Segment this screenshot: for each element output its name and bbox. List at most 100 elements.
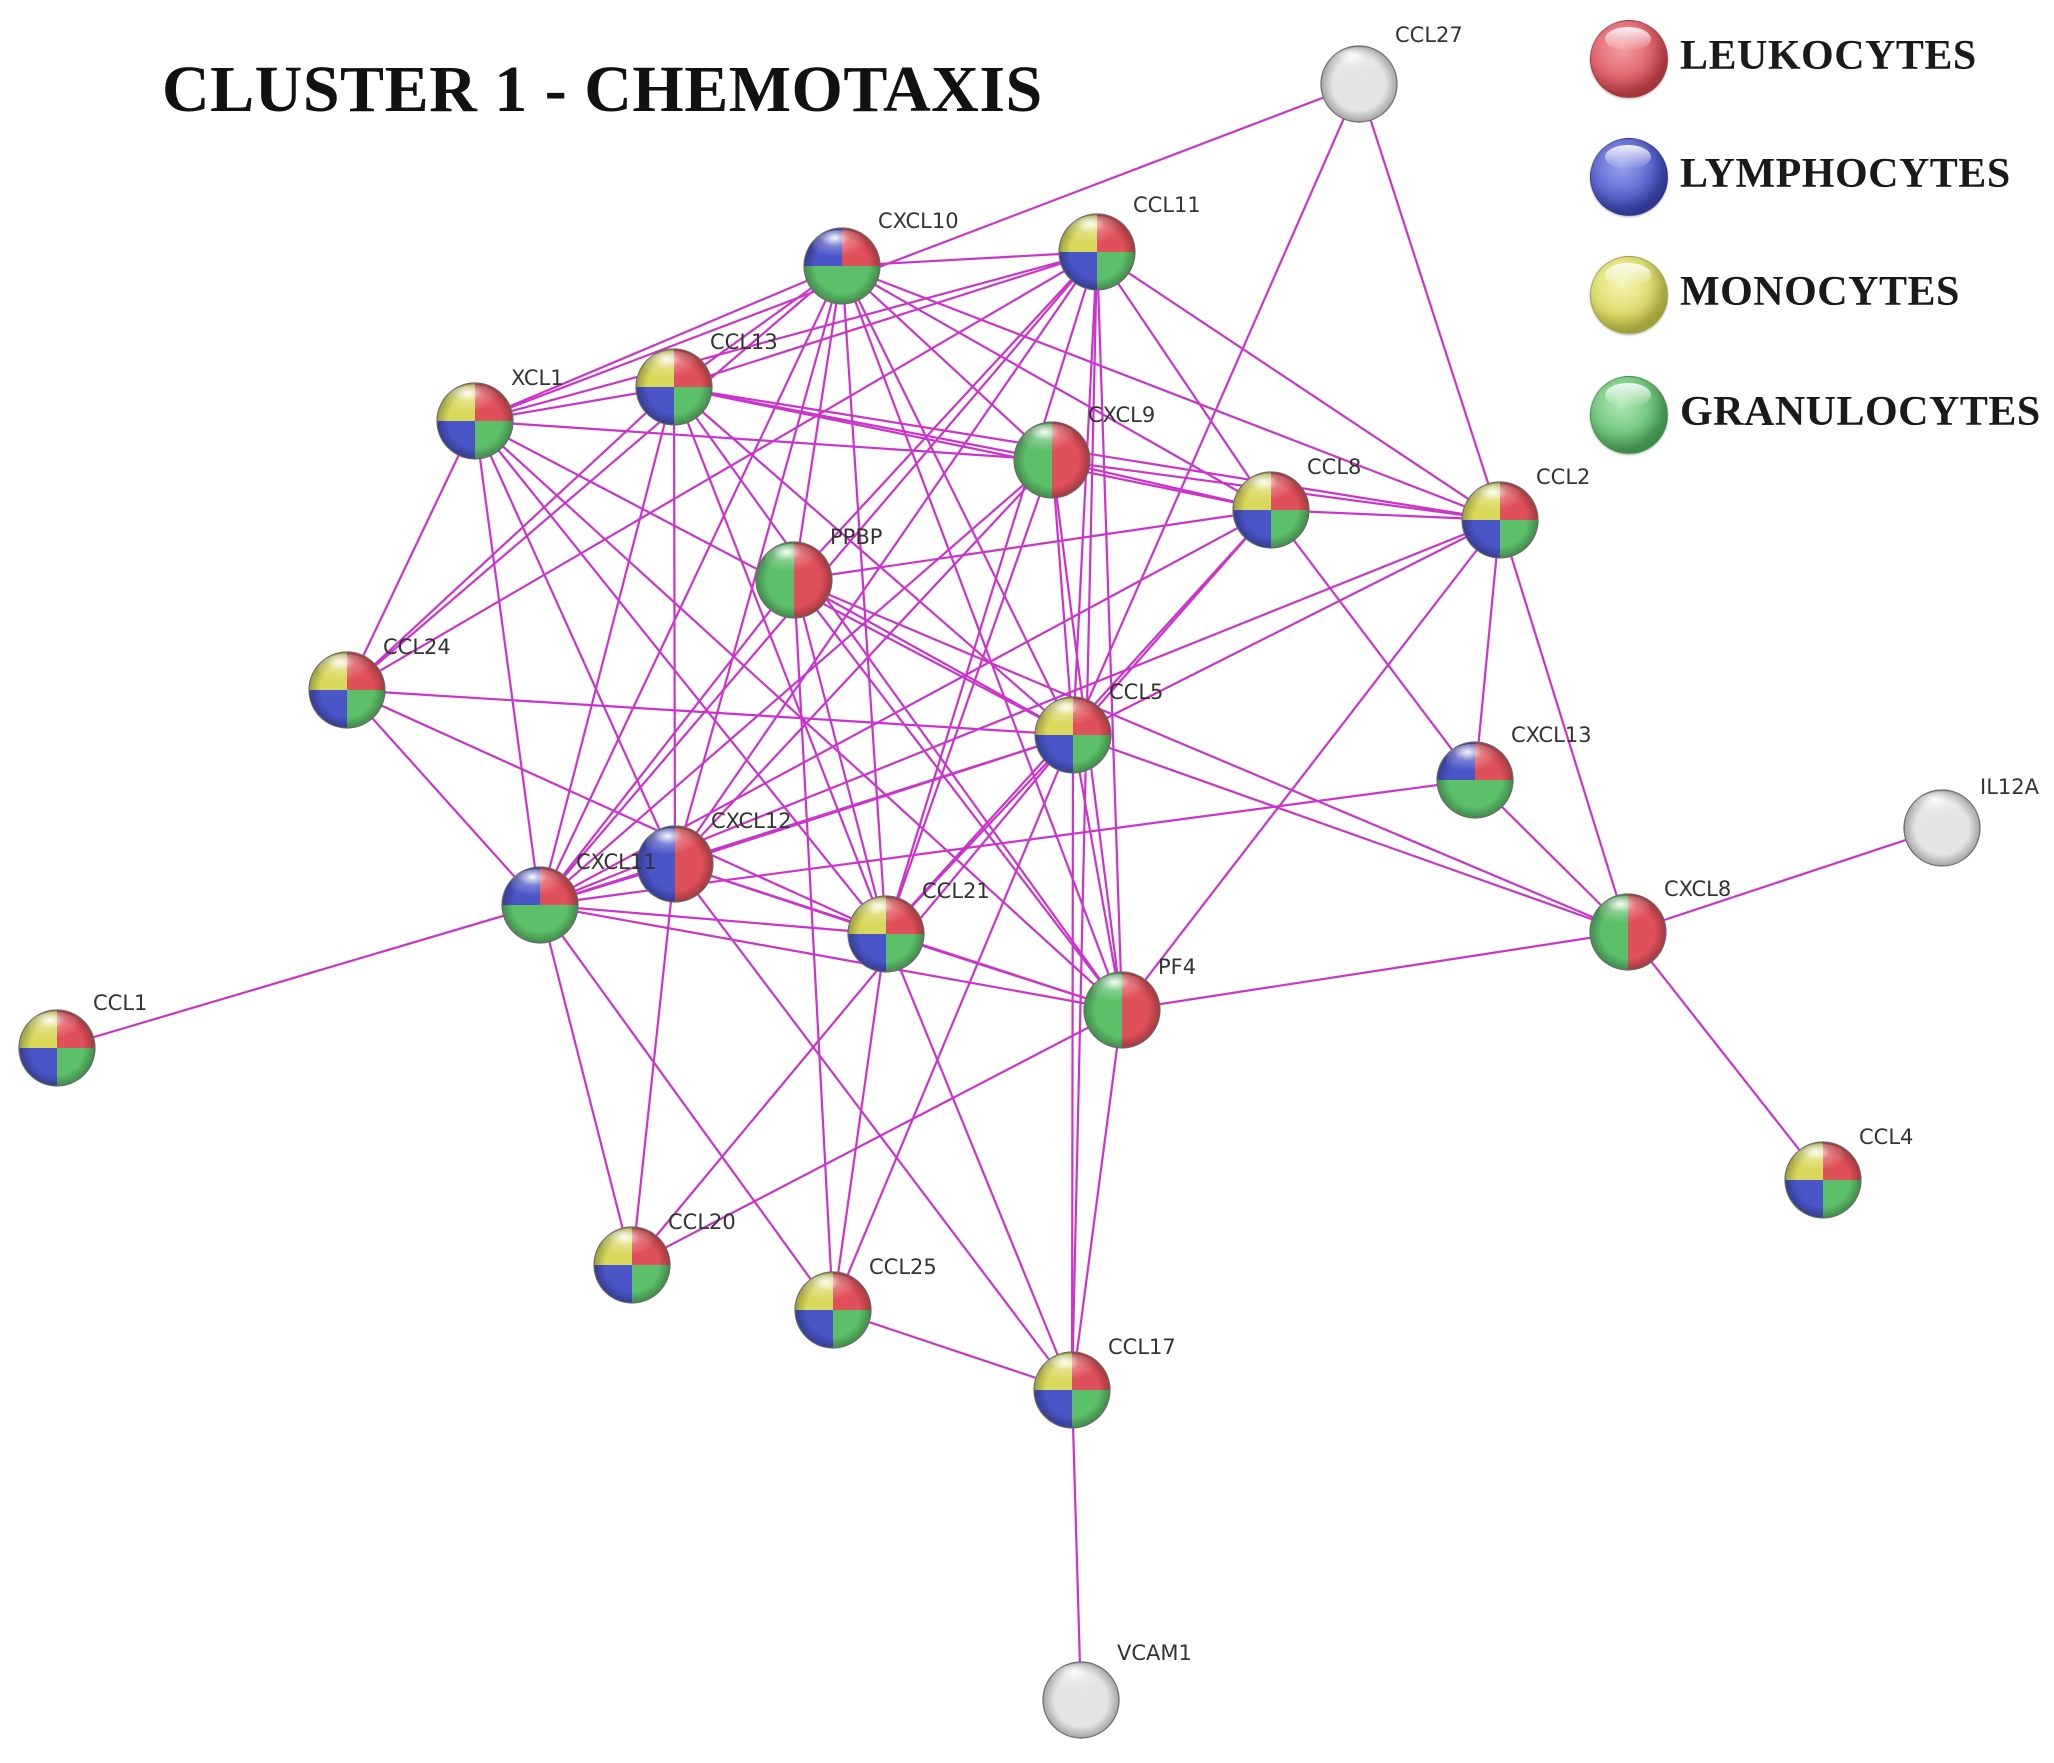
edge-CCL11-PF4 [1095, 251, 1124, 1011]
edge-CXCL12-CCL20 [630, 863, 677, 1266]
edge-CXCL10-CCL21 [840, 265, 888, 935]
edge-CCL27-CCL2 [1357, 83, 1502, 521]
edge-CCL5-CCL25 [831, 734, 1075, 1311]
node-ccl5[interactable]: CCL5 [1034, 680, 1163, 774]
legend-label: LYMPHOCYTES [1680, 151, 2011, 197]
node-label: PF4 [1158, 955, 1196, 979]
edge-CCL8-CXCL13 [1270, 509, 1476, 781]
edge-CCL11-CCL2 [1096, 251, 1501, 521]
node-label: CCL24 [383, 635, 451, 659]
node-vcam1[interactable]: VCAM1 [1042, 1641, 1192, 1739]
edge-CCL11-CCL8 [1096, 251, 1272, 511]
node-ccl24[interactable]: CCL24 [308, 635, 451, 729]
granulocyte-ball-icon [1590, 376, 1668, 454]
node-ccl27[interactable]: CCL27 [1320, 23, 1463, 123]
edge-PPBP-CCL5 [793, 579, 1074, 736]
edge-CCL11-XCL1 [474, 250, 1098, 423]
edge-CCL24-CCL5 [346, 688, 1074, 737]
edge-CCL5-PF4 [1071, 734, 1124, 1011]
node-gloss [803, 1274, 859, 1306]
node-label: CXCL11 [576, 850, 657, 874]
node-label: CCL1 [93, 991, 147, 1015]
node-label: CCL27 [1395, 23, 1463, 47]
node-cxcl9[interactable]: CXCL9 [1013, 403, 1155, 499]
legend-label: LEUKOCYTES [1680, 33, 1977, 79]
node-gloss [1067, 216, 1123, 248]
node-ccl25[interactable]: CCL25 [794, 1255, 937, 1349]
node-label: CXCL8 [1664, 877, 1731, 901]
edge-XCL1-CCL24 [346, 420, 476, 691]
node-gloss [1445, 744, 1501, 776]
leukocyte-ball-icon [1590, 20, 1668, 98]
node-cxcl8[interactable]: CXCL8 [1589, 877, 1731, 971]
edge-CCL13-CXCL12 [672, 386, 677, 865]
edge-CCL13-CXCL11 [538, 386, 676, 906]
node-cxcl10[interactable]: CXCL10 [803, 209, 959, 305]
node-cxcl13[interactable]: CXCL13 [1436, 723, 1592, 819]
node-label: CCL2 [1536, 465, 1590, 489]
node-ccl1[interactable]: CCL1 [18, 991, 147, 1087]
node-gloss [1470, 484, 1526, 516]
node-ccl20[interactable]: CCL20 [593, 1210, 736, 1304]
edge-CCL11-CCL13 [673, 250, 1098, 389]
edge-CCL5-CXCL12 [674, 733, 1074, 866]
node-ccl21[interactable]: CCL21 [847, 879, 990, 973]
edge-XCL1-CXCL12 [473, 420, 677, 865]
node-gloss [1793, 1144, 1849, 1176]
node-ccl2[interactable]: CCL2 [1461, 465, 1590, 559]
monocyte-ball-icon [1590, 256, 1668, 334]
node-label: CCL11 [1133, 193, 1201, 217]
node-ccl4[interactable]: CCL4 [1784, 1125, 1913, 1219]
node-ccl11[interactable]: CCL11 [1058, 193, 1201, 291]
edge-PPBP-CCL21 [792, 579, 888, 935]
edge-CCL11-CCL17 [1070, 251, 1099, 1391]
node-ccl17[interactable]: CCL17 [1033, 1335, 1176, 1429]
node-gloss [317, 654, 373, 686]
edge-XCL1-PF4 [474, 420, 1123, 1011]
edge-CCL11-CXCL12 [674, 251, 1098, 865]
edge-CXCL10-CCL11 [841, 250, 1098, 268]
node-label: CXCL9 [1088, 403, 1155, 427]
edge-CXCL10-PF4 [840, 265, 1124, 1011]
node-gloss [1043, 699, 1099, 731]
edge-CCL11-PPBP [793, 251, 1098, 581]
node-xcl1[interactable]: XCL1 [436, 366, 564, 460]
edge-CXCL9-CCL5 [1050, 459, 1075, 736]
node-gloss [1022, 424, 1078, 456]
edge-CCL21-PF4 [885, 932, 1123, 1012]
edge-CCL21-CCL25 [831, 933, 888, 1311]
node-gloss [764, 544, 820, 576]
node-label: CCL13 [710, 330, 778, 354]
node-gloss [445, 385, 501, 417]
edge-CCL11-CCL24 [346, 251, 1098, 691]
node-ppbp[interactable]: PPBP [755, 525, 882, 619]
node-ccl8[interactable]: CCL8 [1232, 455, 1361, 549]
node-gloss [1051, 1664, 1107, 1696]
node-gloss [1912, 792, 1968, 824]
edge-XCL1-CXCL9 [474, 419, 1053, 462]
edges-layer [56, 82, 1943, 1701]
node-label: VCAM1 [1117, 1641, 1192, 1665]
node-gloss [1092, 974, 1148, 1006]
node-gloss [602, 1229, 658, 1261]
edge-CXCL10-CCL8 [841, 265, 1272, 511]
edge-CCL11-CCL21 [884, 251, 1099, 935]
edge-IL12A-CXCL8 [1627, 826, 1943, 934]
edge-CCL25-CCL17 [832, 1308, 1073, 1392]
edge-CXCL11-CCL1 [56, 903, 541, 1050]
lymphocyte-ball-icon [1590, 138, 1668, 216]
edge-CXCL8-CCL4 [1627, 931, 1824, 1181]
edge-CCL5-CCL20 [631, 734, 1074, 1266]
legend: LEUKOCYTES LYMPHOCYTES MONOCYTES GRANULO… [1585, 14, 2045, 454]
node-cxcl12[interactable]: CXCL12 [636, 809, 792, 903]
node-il12a[interactable]: IL12A [1903, 775, 2040, 867]
node-ccl13[interactable]: CCL13 [635, 330, 778, 426]
edge-CXCL10-XCL1 [474, 264, 843, 423]
node-cxcl11[interactable]: CXCL11 [501, 850, 657, 944]
edge-CXCL11-CCL25 [539, 904, 834, 1311]
edge-CCL24-CCL21 [346, 688, 887, 936]
edge-CXCL11-PF4 [539, 903, 1123, 1012]
edge-CXCL10-CCL2 [841, 264, 1501, 522]
node-pf4[interactable]: PF4 [1083, 955, 1196, 1049]
